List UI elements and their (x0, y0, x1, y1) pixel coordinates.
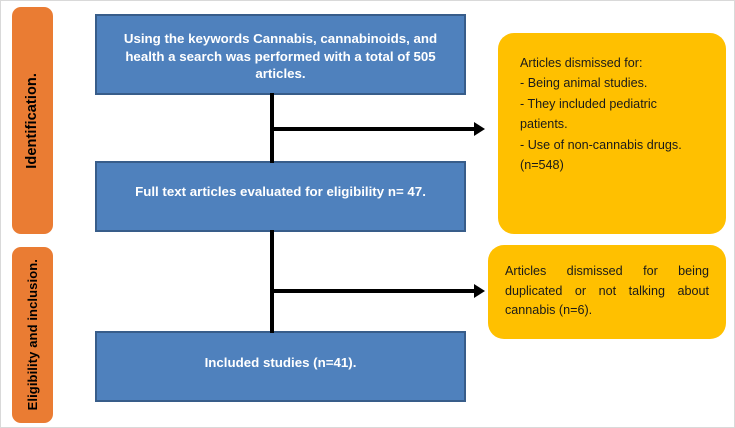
process-box-search: Using the keywords Cannabis, cannabinoid… (95, 14, 466, 95)
stage-label-eligibility-and-inclusion-text: Eligibility and inclusion. (25, 259, 40, 411)
exclusion-box-2-text: Articles dismissed for being duplicated … (505, 264, 709, 318)
connector-search-to-exclusion-1 (270, 127, 477, 131)
stage-label-identification-text: Identification. (24, 72, 41, 169)
exclusion-box-eligibility: Articles dismissed for being duplicated … (488, 245, 726, 339)
process-box-full-text-text: Full text articles evaluated for eligibi… (135, 184, 426, 199)
exclusion-box-1-heading: Articles dismissed for: (520, 56, 643, 70)
connector-full-text-to-included-studies (270, 230, 274, 333)
process-box-search-text: Using the keywords Cannabis, cannabinoid… (123, 31, 438, 82)
exclusion-box-1-count: (n=548) (520, 157, 564, 172)
arrow-head-icon-exclusion-1 (474, 122, 485, 136)
stage-label-eligibility-and-inclusion: Eligibility and inclusion. (12, 247, 53, 423)
exclusion-box-identification: Articles dismissed for: - Being animal s… (498, 33, 726, 234)
connector-full-text-to-exclusion-2 (270, 289, 477, 293)
process-box-included-studies-text: Included studies (n=41). (204, 355, 357, 370)
process-box-included-studies: Included studies (n=41). (95, 331, 466, 402)
process-box-full-text: Full text articles evaluated for eligibi… (95, 161, 466, 232)
stage-label-identification: Identification. (12, 7, 53, 234)
arrow-head-icon-exclusion-2 (474, 284, 485, 298)
exclusion-box-1-reason-3: - Use of non-cannabis drugs. (520, 137, 682, 152)
exclusion-box-1-reason-1: - Being animal studies. (520, 76, 648, 91)
exclusion-box-1-reason-2: - They included pediatric patients. (520, 96, 657, 132)
